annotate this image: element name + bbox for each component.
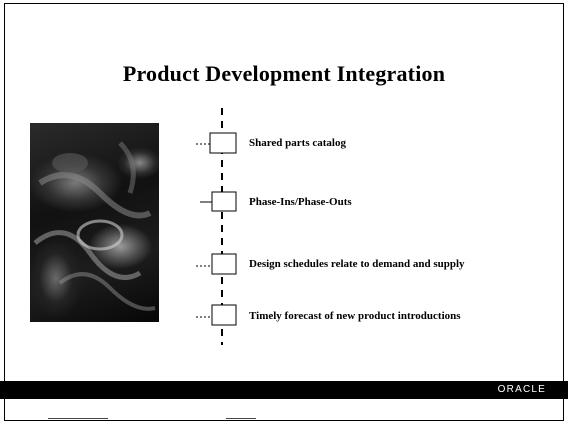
list-item-phase-ins-phase-outs: Phase-Ins/Phase-Outs: [249, 196, 352, 208]
decorative-photo: [30, 123, 159, 322]
slide-title: Product Development Integration: [122, 61, 446, 86]
box-bullet-icon: [200, 191, 237, 212]
footer-underline-left: [48, 418, 108, 419]
box-bullet-icon: [196, 253, 237, 275]
list-item-timely-forecast: Timely forecast of new product introduct…: [249, 310, 461, 322]
photo-texture: [33, 141, 156, 311]
footer-bar: ORACLE: [0, 381, 568, 399]
frame-bottom-line: [4, 420, 564, 421]
box-bullet-icon: [196, 304, 237, 326]
list-item-shared-parts-catalog: Shared parts catalog: [249, 137, 346, 149]
list-item-design-schedules: Design schedules relate to demand and su…: [249, 258, 465, 270]
frame-top-line: [4, 3, 564, 4]
footer-underline-mid: [226, 418, 256, 419]
frame-right-line: [563, 3, 564, 421]
frame-left-line: [4, 3, 5, 421]
box-bullet-icon: [196, 132, 237, 154]
oracle-logo: ORACLE: [497, 384, 546, 395]
